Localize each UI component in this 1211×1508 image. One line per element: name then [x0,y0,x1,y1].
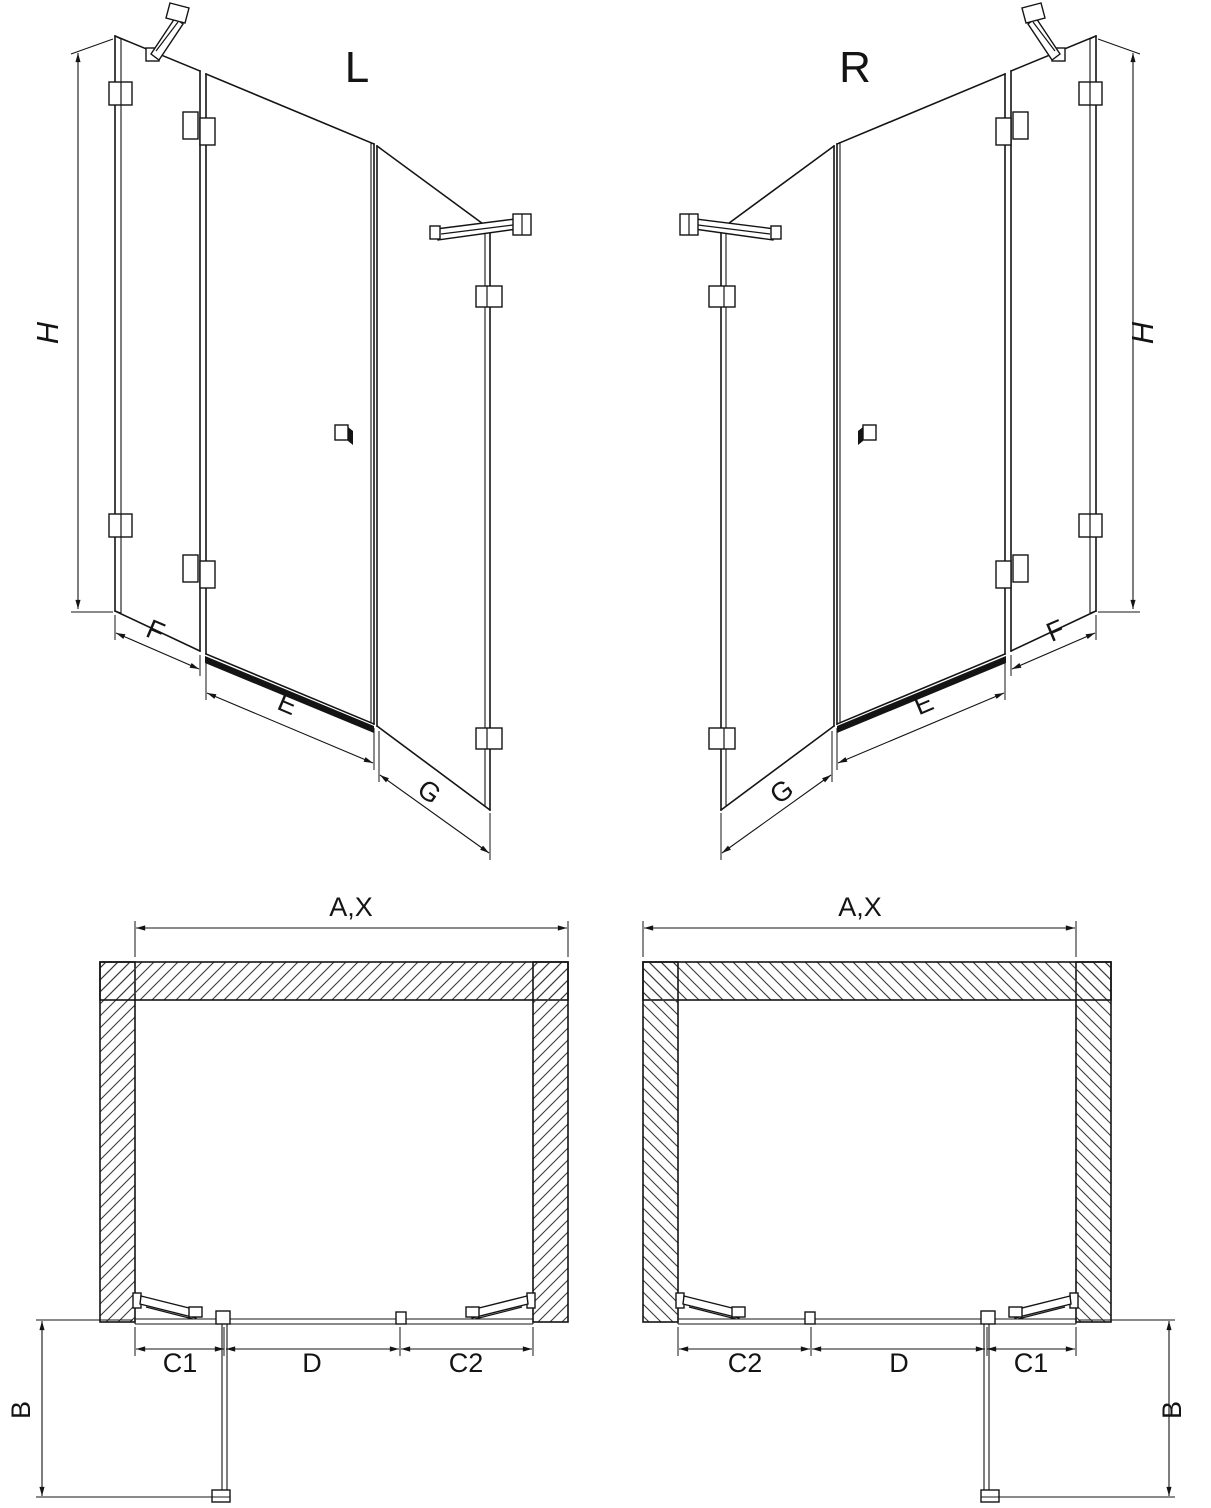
dim-label-d-right: D [889,1348,909,1378]
return-panel [375,144,492,812]
threshold-plan [134,1310,534,1325]
view-label-right: R [839,43,871,92]
hinge-bottom [182,554,216,589]
dimension-e [205,659,375,770]
dimension-f [114,615,201,676]
corner-stabilizer-left [132,1292,203,1320]
dimension-ax [134,921,569,957]
dim-label-b-right: B [1157,1401,1187,1419]
dim-label-f-left: F [142,614,169,648]
dimension-c1-d-c2 [134,1327,534,1356]
support-arm-right [429,213,532,241]
wall-right-plan [532,961,569,1323]
panel-clamp-top [475,285,503,308]
dim-label-b-left: B [6,1401,36,1419]
wall-bracket-top [108,81,133,106]
dimension-h [70,38,114,613]
wall-back-plan [99,961,569,1001]
dim-label-h-left: H [30,321,65,344]
stop-block [395,1311,407,1325]
door-panel [204,72,376,733]
pivot-block [215,1310,231,1325]
plan-right-view [643,921,1175,1502]
dim-label-f-right: F [1042,614,1069,648]
plan-left-view [36,921,569,1503]
panel-clamp-bottom [475,727,503,750]
hinge-top [182,111,216,146]
wall-bracket-bottom [108,513,133,538]
dim-label-c2-right: C2 [728,1348,763,1378]
dim-label-c1-right: C1 [1014,1348,1049,1378]
open-door-plan [211,1324,231,1503]
elevation-right-view [680,3,1140,860]
door-foot-bracket [211,1489,231,1503]
dim-label-g-right: G [764,773,799,810]
support-arm-left [145,2,190,62]
dim-label-h-right: H [1125,321,1160,344]
door-handle [334,424,353,445]
elevation-left-view [70,2,532,860]
dimension-g [378,731,491,860]
dim-label-d-left: D [302,1348,322,1378]
dim-label-ax-right: A,X [838,892,882,922]
dimension-b [36,1319,230,1498]
dim-label-g-left: G [412,773,447,810]
dim-label-ax-left: A,X [329,892,373,922]
wall-left-plan [99,961,136,1323]
dim-label-c2-left: C2 [449,1348,484,1378]
corner-stabilizer-right [465,1292,536,1320]
dim-label-c1-left: C1 [163,1348,198,1378]
view-label-left: L [345,43,369,92]
